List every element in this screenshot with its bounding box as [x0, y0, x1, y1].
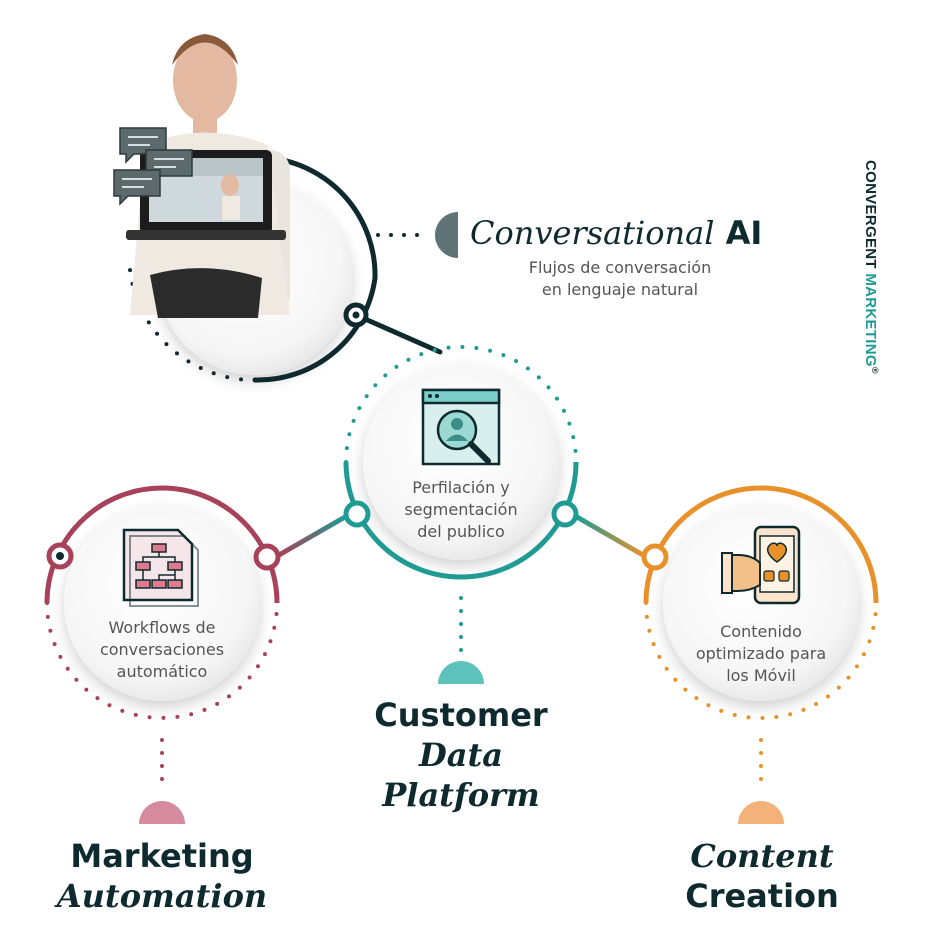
marketing-automation-description: Workflows de conversaciones automático: [82, 617, 242, 683]
conversational-ai-title-plain: AI: [714, 214, 763, 252]
brand-name-part2: MARKETING: [862, 273, 879, 367]
conversational-ai-desc-line1: Flujos de conversación: [528, 258, 712, 277]
cdp-title-line2: Data: [419, 736, 503, 774]
content-creation-title-line1: Content: [690, 837, 834, 875]
marketing-automation-desc-line3: automático: [116, 662, 208, 681]
marketing-automation-joint: [253, 543, 281, 571]
profile-search-icon: [421, 388, 501, 466]
marketing-automation-desc-line1: Workflows de: [108, 618, 216, 637]
conversational-ai-half-disc: [435, 212, 458, 258]
chat-bubbles-icon: [113, 127, 193, 206]
marketing-automation-disc: [64, 505, 260, 701]
brand-logo: CONVERGENT MARKETING®: [862, 160, 884, 374]
content-creation-node: [641, 485, 879, 824]
conversational-ai-arc: [267, 155, 378, 281]
marketing-automation-node: [44, 485, 281, 824]
cdp-title-line1: Customer: [374, 696, 548, 734]
cdp-left-joint: [343, 500, 371, 528]
brand-registered: ®: [870, 366, 880, 374]
cdp-title: Customer Data Platform: [330, 695, 592, 815]
content-creation-title-line2: Creation: [685, 877, 839, 915]
content-creation-desc-line3: los Móvil: [726, 666, 796, 685]
content-creation-title: Content Creation: [632, 836, 892, 916]
content-creation-description: Contenido optimizado para los Móvil: [681, 621, 841, 687]
conversational-ai-connector: [353, 312, 443, 355]
cdp-description: Perfilación y segmentación del publico: [381, 477, 541, 543]
content-creation-desc-line2: optimizado para: [695, 644, 827, 663]
content-creation-joint: [641, 543, 669, 571]
conversational-ai-desc-line2: en lenguaje natural: [541, 280, 699, 299]
cdp-dotted-arc: [344, 345, 578, 464]
conversational-ai-title-italic: Conversational: [470, 214, 715, 252]
connector-automation-cdp: [277, 514, 347, 558]
marketing-automation-half-disc: [139, 801, 185, 824]
cdp-desc-line2: segmentación: [404, 500, 518, 519]
cdp-desc-line1: Perfilación y: [412, 478, 510, 497]
marketing-automation-title-line2: Automation: [56, 877, 268, 915]
cdp-desc-line3: del publico: [417, 522, 505, 541]
marketing-automation-title: Marketing Automation: [32, 836, 292, 916]
workflow-chart-icon: [122, 528, 199, 607]
cdp-title-line3: Platform: [382, 776, 540, 814]
connector-cdp-content: [575, 514, 645, 558]
marketing-automation-title-line1: Marketing: [70, 837, 254, 875]
conversational-ai-description: Flujos de conversación en lenguaje natur…: [500, 257, 740, 301]
brand-name-part1: CONVERGENT: [862, 160, 879, 274]
content-creation-desc-line1: Contenido: [720, 622, 802, 641]
cdp-node: [343, 345, 579, 684]
mobile-heart-icon: [721, 525, 801, 605]
cdp-half-disc: [438, 661, 484, 684]
conversational-ai-node: [113, 34, 458, 383]
content-creation-half-disc: [738, 801, 784, 824]
marketing-automation-desc-line2: conversaciones: [99, 640, 225, 659]
cdp-right-joint: [551, 500, 579, 528]
conversational-ai-title: Conversational AI: [470, 212, 800, 254]
person-with-laptop-image: [113, 34, 290, 318]
